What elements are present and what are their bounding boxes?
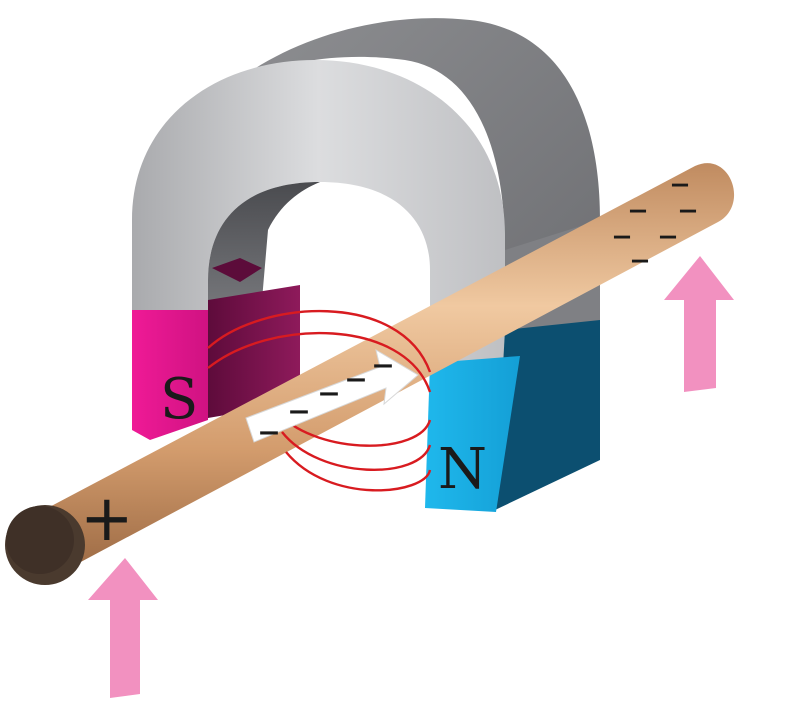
electron-signs-on-rod-end: – – – – – – (612, 160, 698, 282)
north-pole-label: N (438, 437, 487, 502)
south-pole-inner (208, 285, 300, 418)
south-pole-face (132, 310, 208, 440)
minus-sign: – (670, 160, 690, 206)
up-arrow-icon (664, 256, 734, 392)
minus-sign: – (318, 366, 340, 417)
minus-sign: – (345, 352, 367, 403)
field-line-4 (281, 431, 432, 472)
positive-sign: + (80, 482, 134, 556)
field-line-5 (285, 451, 432, 492)
north-pole-face (425, 356, 520, 512)
field-line-3 (279, 414, 432, 447)
magnet-inner-shadow (208, 182, 320, 320)
minus-sign: – (612, 212, 632, 258)
minus-sign: – (658, 212, 678, 258)
magnet-front-face (132, 60, 505, 380)
minus-sign: – (678, 186, 698, 232)
north-pole-side (495, 320, 600, 510)
magnetic-field-lines (207, 310, 432, 492)
south-pole-label: S (160, 367, 198, 432)
minus-sign: – (628, 186, 648, 232)
rod-end-highlight (6, 506, 74, 574)
minus-sign: – (288, 384, 310, 435)
minus-sign: – (372, 338, 394, 389)
up-arrow-icon (88, 558, 158, 698)
magnet-inner-notch (212, 258, 262, 282)
minus-sign: – (630, 236, 650, 282)
field-line-2 (207, 331, 432, 393)
electron-signs-on-arrow: – – – – – (258, 338, 394, 456)
field-line-1 (207, 310, 432, 373)
current-arrow (245, 348, 419, 443)
minus-sign: – (258, 405, 280, 456)
